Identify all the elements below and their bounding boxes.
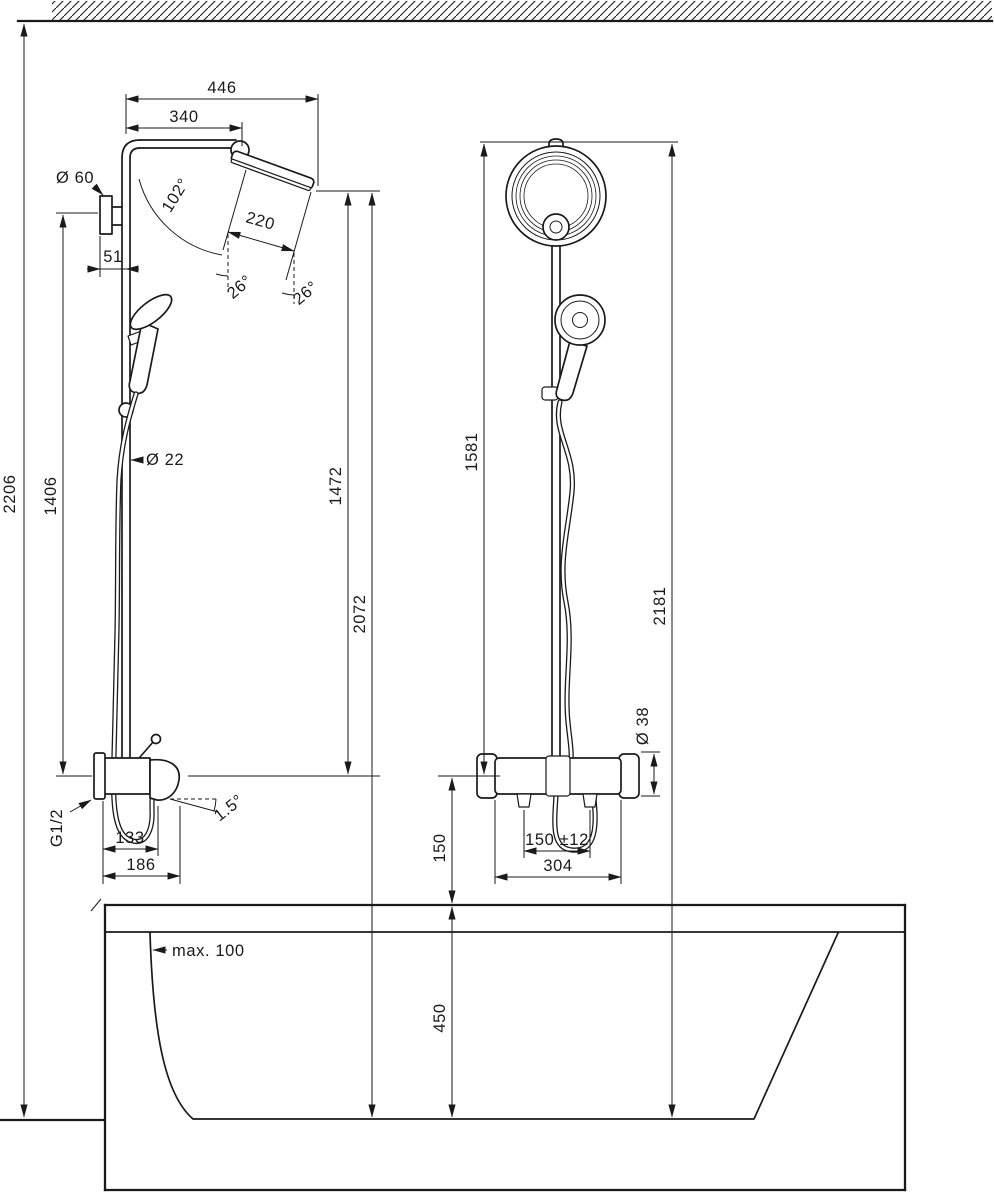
dim-overall-height: 2206 xyxy=(1,23,28,1118)
angle-1point5-label: 1.5° xyxy=(211,791,247,825)
dim-1472-label: 1472 xyxy=(327,466,345,505)
wall-bracket xyxy=(99,195,113,235)
dim-1406-label: 1406 xyxy=(42,476,60,515)
supply-union-right xyxy=(582,793,598,808)
front-view xyxy=(476,138,640,853)
tub-spout xyxy=(149,758,180,801)
mixer-flange xyxy=(93,752,106,800)
dim-diameter-60-label: Ø 60 xyxy=(56,169,94,187)
angle-26-left-label: 26° xyxy=(224,272,256,303)
mixer-handle-right xyxy=(618,753,640,799)
dim-2072-label: 2072 xyxy=(351,594,369,633)
dim-diameter-38-label: Ø 38 xyxy=(634,707,652,745)
handshower-head xyxy=(129,293,173,331)
thread-g12-label: G1/2 xyxy=(48,809,66,847)
front-view-dimensions: 1581 2181 Ø 38 150 ±12 304 150 450 xyxy=(431,141,678,1118)
dim-450-label: 450 xyxy=(431,1003,449,1032)
dim-diameter-22-label: Ø 22 xyxy=(146,451,184,469)
dim-150-label: 150 xyxy=(431,833,449,862)
dim-304-label: 304 xyxy=(543,857,572,875)
side-view-dimensions: 446 340 Ø 60 102° 220 26° 26° 51 Ø 22 14… xyxy=(42,79,380,1118)
dim-1581-label: 1581 xyxy=(463,432,481,471)
dim-150pm12-label: 150 ±12 xyxy=(525,831,589,849)
dim-51-label: 51 xyxy=(103,248,123,266)
supply-union-left xyxy=(516,793,532,808)
ball-joint-front xyxy=(542,213,570,241)
bathtub: max. 100 xyxy=(0,898,907,1192)
side-view xyxy=(93,139,315,845)
mixer-body-side xyxy=(103,757,151,795)
handshower-face-outer xyxy=(554,294,606,346)
handshower-handle xyxy=(128,321,159,395)
dim-133-label: 133 xyxy=(115,829,144,847)
dim-340-label: 340 xyxy=(169,108,198,126)
overhead-shower-side xyxy=(230,150,315,192)
handshower-handle-front xyxy=(555,340,588,402)
dim-446-label: 446 xyxy=(207,79,236,97)
ceiling-hatch xyxy=(16,1,994,23)
dim-186-label: 186 xyxy=(126,856,155,874)
overhead-shower-front xyxy=(505,145,607,247)
mixer-lever xyxy=(150,733,162,745)
mixer-center-boss xyxy=(545,755,571,797)
dim-220-label: 220 xyxy=(244,208,277,233)
dim-2206-label: 2206 xyxy=(1,474,19,513)
tub-interior xyxy=(149,932,839,1120)
dim-max100-label: max. 100 xyxy=(172,942,245,960)
angle-102-label: 102° xyxy=(158,175,193,216)
angle-26-right-label: 26° xyxy=(290,278,322,309)
dim-2181-label: 2181 xyxy=(651,586,669,625)
